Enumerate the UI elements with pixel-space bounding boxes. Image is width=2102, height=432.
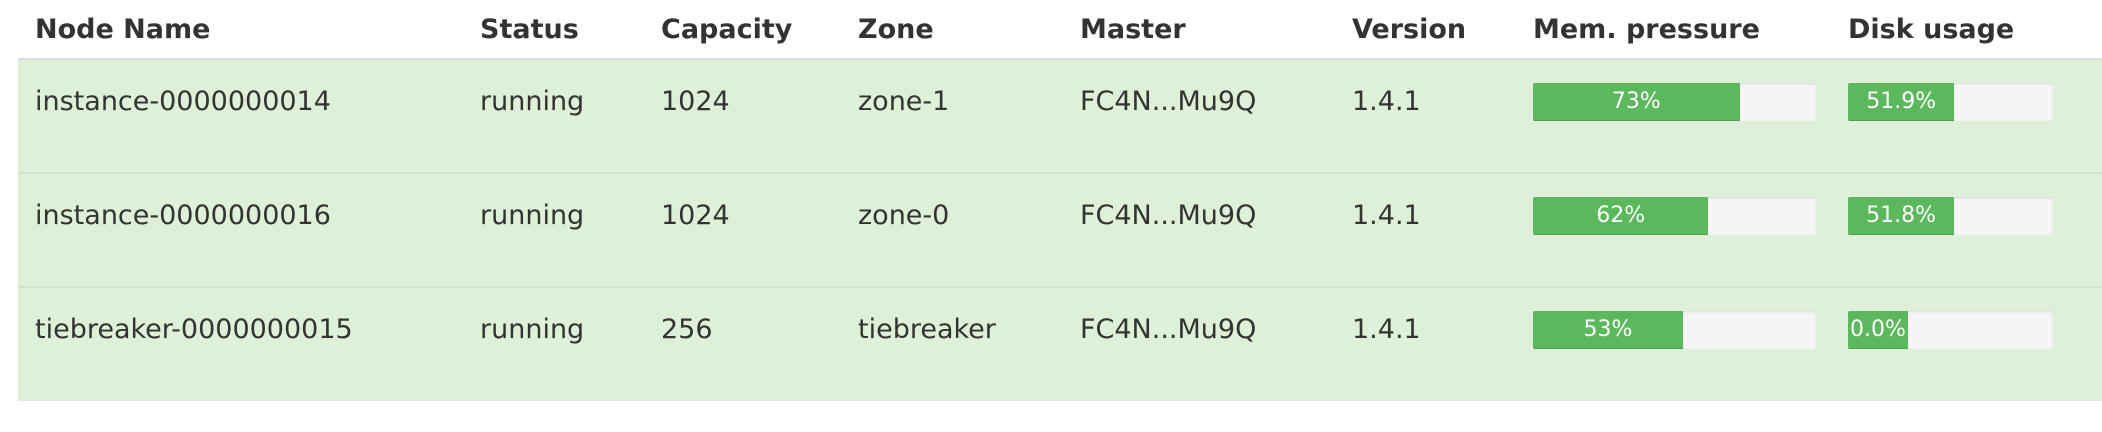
nodes-table: Node Name Status Capacity Zone Master Ve…: [18, 0, 2102, 401]
master-cell: FC4N...Mu9Q: [1063, 172, 1335, 287]
capacity-cell: 256: [644, 286, 841, 401]
zone-cell: zone-1: [841, 59, 1063, 173]
column-header-capacity[interactable]: Capacity: [644, 0, 841, 60]
disk-usage-fill: 51.8%: [1848, 197, 1955, 235]
status-cell: running: [463, 59, 644, 173]
node-name-cell: tiebreaker-0000000015: [18, 286, 463, 401]
column-header-version[interactable]: Version: [1335, 0, 1516, 60]
table-row[interactable]: tiebreaker-0000000015 running 256 tiebre…: [18, 286, 2102, 401]
table-body: instance-0000000014 running 1024 zone-1 …: [18, 59, 2102, 401]
column-header-zone[interactable]: Zone: [841, 0, 1063, 60]
disk-usage-cell: 51.9%: [1831, 59, 2102, 173]
column-header-status[interactable]: Status: [463, 0, 644, 60]
column-header-disk-usage[interactable]: Disk usage: [1831, 0, 2102, 60]
disk-usage-cell: 51.8%: [1831, 172, 2102, 287]
mem-pressure-cell: 62%: [1516, 172, 1831, 287]
disk-usage-cell: 0.0%: [1831, 286, 2102, 401]
disk-usage-fill: 51.9%: [1848, 83, 1955, 121]
header-row: Node Name Status Capacity Zone Master Ve…: [18, 0, 2102, 60]
mem-pressure-fill: 53%: [1533, 311, 1683, 349]
mem-pressure-bar: 62%: [1533, 197, 1816, 235]
disk-usage-bar: 51.8%: [1848, 197, 2053, 235]
table-row[interactable]: instance-0000000014 running 1024 zone-1 …: [18, 59, 2102, 173]
disk-usage-bar: 0.0%: [1848, 311, 2053, 349]
mem-pressure-cell: 73%: [1516, 59, 1831, 173]
status-cell: running: [463, 286, 644, 401]
table-header: Node Name Status Capacity Zone Master Ve…: [18, 0, 2102, 60]
status-cell: running: [463, 172, 644, 287]
disk-usage-bar: 51.9%: [1848, 83, 2053, 121]
column-header-node-name[interactable]: Node Name: [18, 0, 463, 60]
mem-pressure-fill: 73%: [1533, 83, 1740, 121]
mem-pressure-bar: 73%: [1533, 83, 1816, 121]
node-name-cell: instance-0000000014: [18, 59, 463, 173]
column-header-master[interactable]: Master: [1063, 0, 1335, 60]
disk-usage-fill: 0.0%: [1848, 311, 1908, 349]
capacity-cell: 1024: [644, 59, 841, 173]
version-cell: 1.4.1: [1335, 286, 1516, 401]
column-header-mem-pressure[interactable]: Mem. pressure: [1516, 0, 1831, 60]
table-row[interactable]: instance-0000000016 running 1024 zone-0 …: [18, 172, 2102, 287]
version-cell: 1.4.1: [1335, 172, 1516, 287]
mem-pressure-fill: 62%: [1533, 197, 1709, 235]
version-cell: 1.4.1: [1335, 59, 1516, 173]
capacity-cell: 1024: [644, 172, 841, 287]
node-name-cell: instance-0000000016: [18, 172, 463, 287]
mem-pressure-cell: 53%: [1516, 286, 1831, 401]
zone-cell: tiebreaker: [841, 286, 1063, 401]
zone-cell: zone-0: [841, 172, 1063, 287]
master-cell: FC4N...Mu9Q: [1063, 59, 1335, 173]
master-cell: FC4N...Mu9Q: [1063, 286, 1335, 401]
mem-pressure-bar: 53%: [1533, 311, 1816, 349]
